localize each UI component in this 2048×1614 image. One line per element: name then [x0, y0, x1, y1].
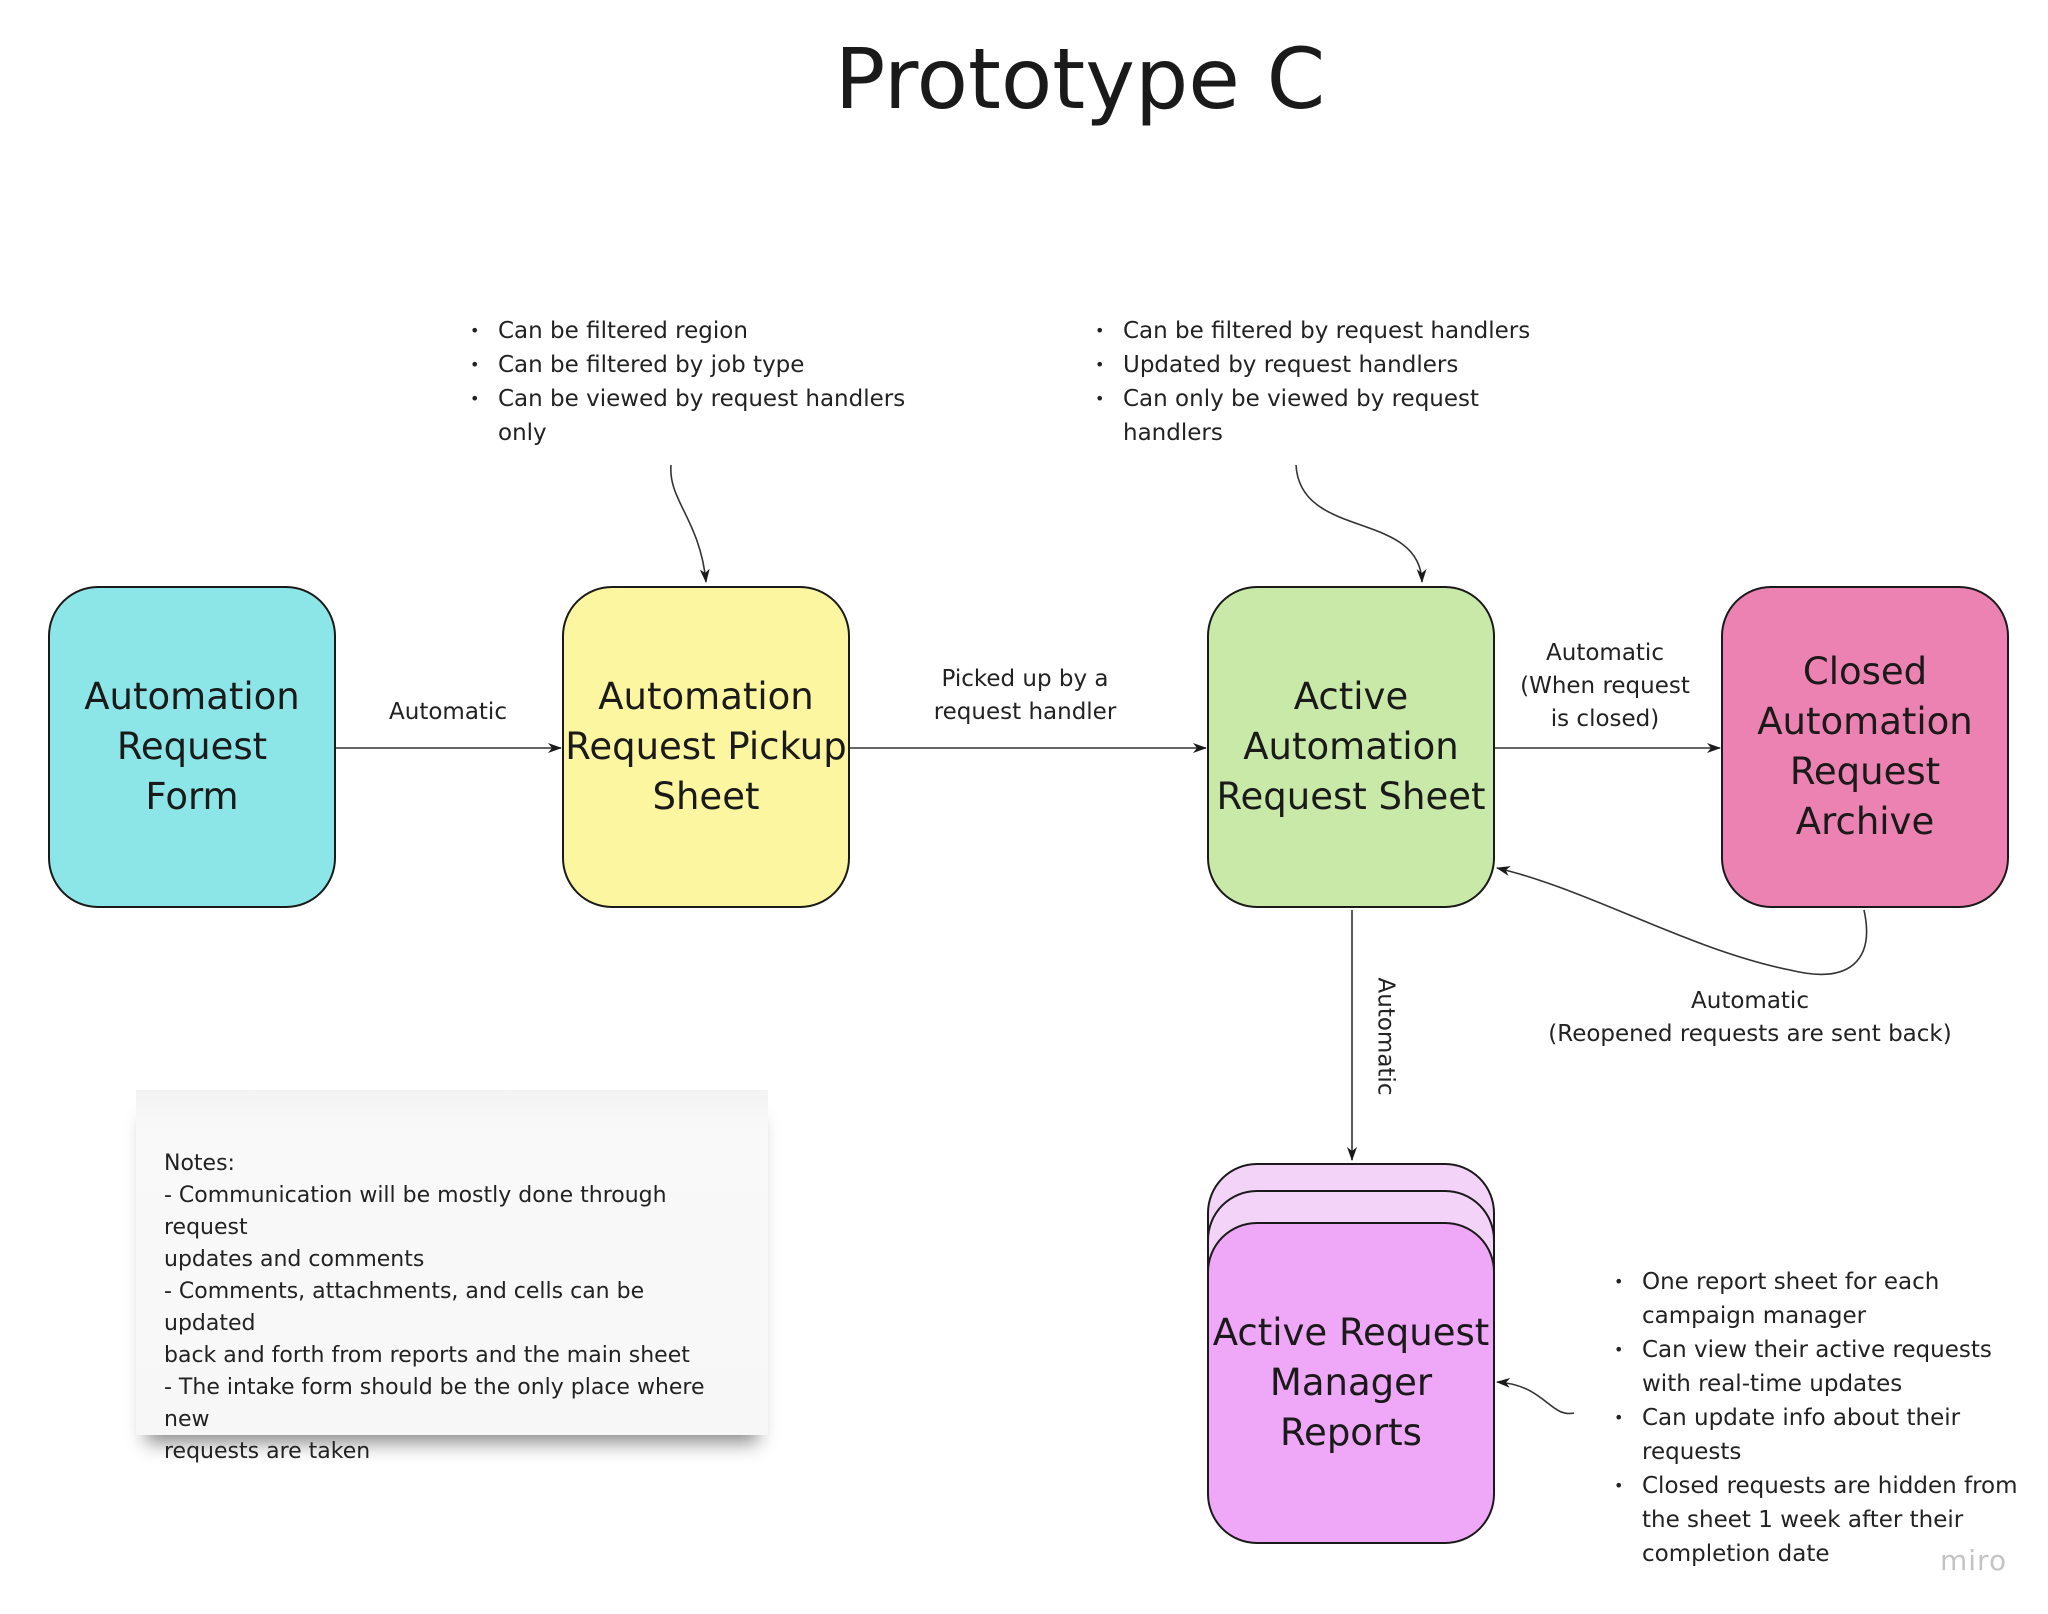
note-bullet: Closed requests are hidden from the shee…: [1614, 1469, 2034, 1571]
node-label: Automation Request Form: [84, 675, 300, 818]
annotation-link-reports: [1496, 1377, 1575, 1415]
page-title: Prototype C: [834, 30, 1326, 128]
edge-label-active-to-archive: Automatic (When request is closed): [1520, 640, 1690, 732]
node-label: Automation Request Pickup Sheet: [565, 675, 847, 818]
node-active-automation-request-sheet[interactable]: Active Automation Request Sheet: [1207, 586, 1495, 908]
note-bullet: Can be filtered region: [470, 314, 910, 348]
node-automation-request-pickup-sheet[interactable]: Automation Request Pickup Sheet: [562, 586, 850, 908]
annotation-link-pickup: [670, 464, 710, 583]
note-bullet: Can only be viewed by request handlers: [1095, 382, 1535, 450]
node-label: Closed Automation Request Archive: [1757, 650, 1973, 843]
pickup-sheet-notes: Can be filtered regionCan be filtered by…: [470, 314, 910, 450]
node-label: Active Request Manager Reports: [1212, 1311, 1490, 1454]
node-automation-request-form[interactable]: Automation Request Form: [48, 586, 336, 908]
sticky-note-text: Notes: - Communication will be mostly do…: [164, 1151, 705, 1464]
active-sheet-notes: Can be filtered by request handlersUpdat…: [1095, 314, 1535, 450]
note-bullet: Can be filtered by job type: [470, 348, 910, 382]
edge-label-form-to-pickup: Automatic: [389, 699, 507, 725]
note-bullet: Can update info about their requests: [1614, 1401, 2034, 1469]
miro-watermark: miro: [1940, 1544, 2008, 1577]
edge-archive-to-active: [1496, 866, 1868, 975]
edge-label-active-to-reports: Automatic: [1372, 977, 1399, 1096]
edge-label-archive-to-active: Automatic (Reopened requests are sent ba…: [1548, 988, 1952, 1047]
annotation-link-active: [1295, 464, 1427, 583]
edge-label-pickup-to-active: Picked up by a request handler: [933, 666, 1117, 725]
node-closed-automation-request-archive[interactable]: Closed Automation Request Archive: [1721, 586, 2009, 908]
note-bullet: Can be viewed by request handlers only: [470, 382, 910, 450]
node-label: Active Automation Request Sheet: [1216, 675, 1486, 818]
sticky-note: Notes: - Communication will be mostly do…: [136, 1090, 768, 1464]
note-bullet: Can view their active requests with real…: [1614, 1333, 2034, 1401]
note-bullet: One report sheet for each campaign manag…: [1614, 1265, 2034, 1333]
note-bullet: Updated by request handlers: [1095, 348, 1535, 382]
node-active-request-manager-reports[interactable]: Active Request Manager Reports: [1207, 1222, 1495, 1544]
note-bullet: Can be filtered by request handlers: [1095, 314, 1535, 348]
reports-notes: One report sheet for each campaign manag…: [1614, 1265, 2034, 1571]
